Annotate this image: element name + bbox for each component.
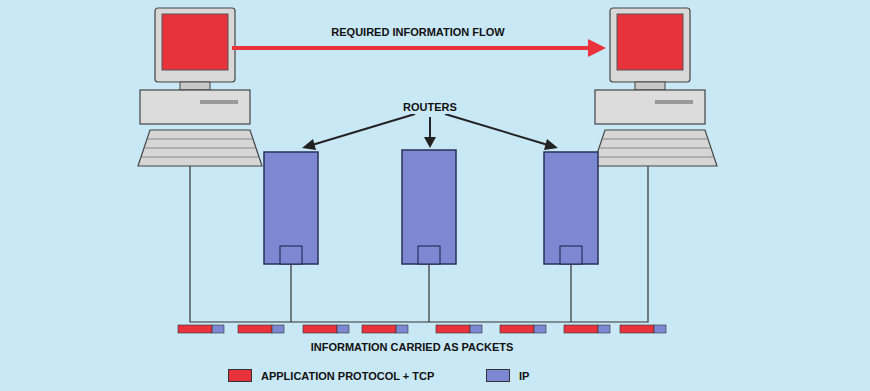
- legend-swatch: [228, 369, 252, 382]
- routers-label: ROUTERS: [400, 100, 460, 114]
- left-computer: [138, 8, 262, 166]
- legend-swatch: [486, 369, 510, 382]
- flow-label: REQUIRED INFORMATION FLOW: [328, 25, 507, 39]
- router-boxes: [264, 150, 598, 264]
- legend-entry: APPLICATION PROTOCOL + TCP: [228, 369, 434, 382]
- router-leader-arrows: [302, 114, 558, 150]
- legend-text: APPLICATION PROTOCOL + TCP: [261, 370, 434, 382]
- legend-text: IP: [519, 370, 529, 382]
- information-flow-arrow: [232, 39, 606, 57]
- packets-label: INFORMATION CARRIED AS PACKETS: [308, 340, 517, 354]
- legend-entry: IP: [486, 369, 529, 382]
- packet-row: [178, 325, 666, 333]
- right-computer: [593, 8, 717, 166]
